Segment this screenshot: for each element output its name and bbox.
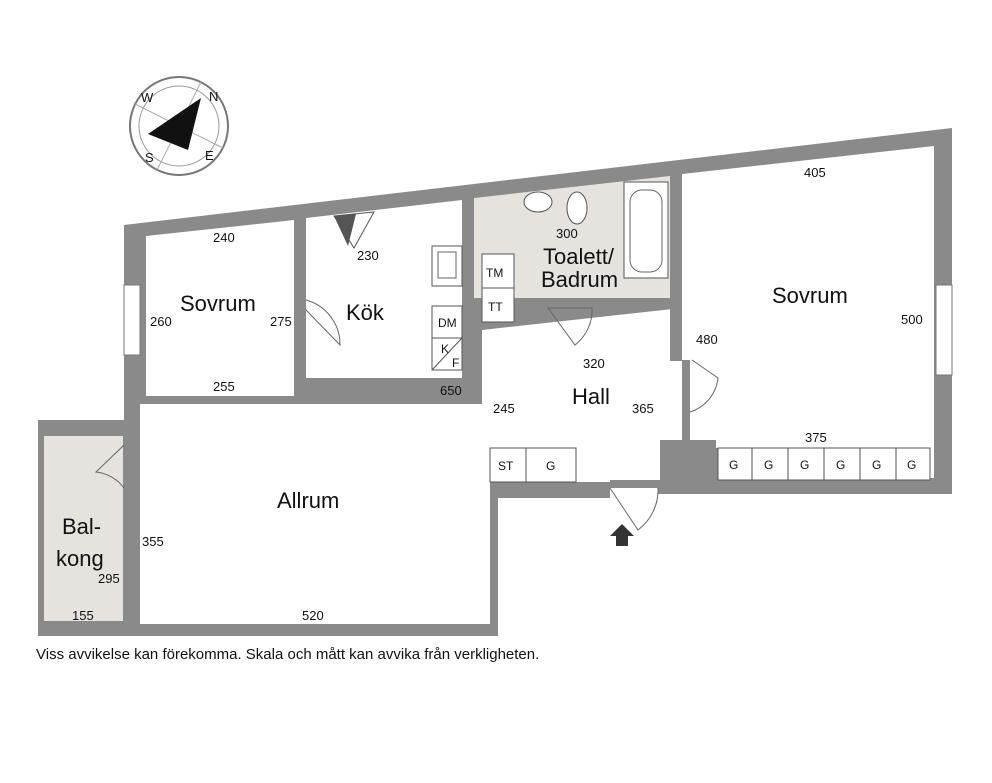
dim-sovrum-right-left: 480 <box>696 332 718 347</box>
label-balkong-1: Bal- <box>62 514 101 539</box>
fixture-g-hall: G <box>546 459 555 473</box>
sovrum-left-floor <box>146 220 294 397</box>
fixture-tm: TM <box>486 266 503 280</box>
door-bad <box>547 307 593 346</box>
label-toalett-1: Toalett/ <box>543 244 615 269</box>
compass-rose: N E S W <box>129 76 229 176</box>
window-left <box>123 284 141 356</box>
dim-hall-left: 245 <box>493 401 515 416</box>
wardrobe-label: G <box>836 458 845 472</box>
wardrobe-label: G <box>800 458 809 472</box>
fixture-k: K <box>441 342 449 356</box>
wash-basin-icon <box>523 191 553 213</box>
wall-sovrum-kok <box>294 220 306 396</box>
wardrobe-label: G <box>907 458 916 472</box>
fixture-tt: TT <box>488 300 503 314</box>
balcony-floor <box>44 436 123 621</box>
label-sovrum-left: Sovrum <box>180 291 256 316</box>
compass-needle-icon <box>148 98 201 150</box>
g-box-hall <box>525 447 577 483</box>
wall-sovrum-allrum <box>146 396 296 404</box>
hall-floor <box>482 308 682 482</box>
fixture-f: F <box>452 356 459 370</box>
toilet-icon <box>566 191 588 225</box>
label-balkong-2: kong <box>56 546 104 571</box>
window-right <box>935 284 953 376</box>
label-hall: Hall <box>572 384 610 409</box>
dim-hall-top: 320 <box>583 356 605 371</box>
allrum-floor <box>140 404 490 624</box>
dim-allrum-left: 355 <box>142 534 164 549</box>
st-box <box>489 447 527 483</box>
kitchen-sink-icon <box>431 245 463 287</box>
wardrobes-right <box>717 447 931 481</box>
dim-sovrum-left-bottom: 255 <box>213 379 235 394</box>
dim-sovrum-left-top: 240 <box>213 230 235 245</box>
dim-allrum-bottom: 520 <box>302 608 324 623</box>
stove-icon <box>334 214 356 246</box>
label-toalett-2: Badrum <box>541 267 618 292</box>
dim-toalett-top: 300 <box>556 226 578 241</box>
pillar <box>666 440 716 480</box>
door-entrance <box>609 487 659 531</box>
dim-kok-bottom: 650 <box>440 383 462 398</box>
dim-kok-top: 230 <box>357 248 379 263</box>
sovrum-right-floor <box>682 146 934 478</box>
dim-balkong-bottom: 155 <box>72 608 94 623</box>
dim-sovrum-left-left: 260 <box>150 314 172 329</box>
dim-sovrum-left-right: 275 <box>270 314 292 329</box>
label-sovrum-right: Sovrum <box>772 283 848 308</box>
compass-e: E <box>205 148 214 163</box>
entrance-arrow-icon <box>610 524 634 546</box>
door-balkong <box>94 444 125 489</box>
label-allrum: Allrum <box>277 488 339 513</box>
fixture-st: ST <box>498 459 514 473</box>
wall-kok-bad <box>462 200 474 380</box>
bathtub-icon <box>623 181 669 279</box>
compass-s: S <box>145 150 154 165</box>
wardrobe-label: G <box>764 458 773 472</box>
disclaimer: Viss avvikelse kan förekomma. Skala och … <box>36 646 540 663</box>
wall-bad-hall <box>474 298 670 306</box>
dim-sovrum-right-right: 500 <box>901 312 923 327</box>
dim-hall-right: 365 <box>632 401 654 416</box>
compass-n: N <box>209 89 218 104</box>
wardrobe-label: G <box>729 458 738 472</box>
door-sovrum-left <box>305 299 341 347</box>
label-kok: Kök <box>346 300 385 325</box>
tt-box <box>481 287 515 323</box>
compass-w: W <box>141 90 154 105</box>
door-sovrum-right <box>689 359 719 413</box>
wall-bad-sovrum <box>670 175 682 361</box>
tm-box <box>481 253 515 289</box>
dim-balkong-right: 295 <box>98 571 120 586</box>
dim-sovrum-right-top: 405 <box>804 165 826 180</box>
dim-sovrum-right-bottom: 375 <box>805 430 827 445</box>
toalett-floor <box>474 176 670 298</box>
wardrobe-label: G <box>872 458 881 472</box>
kok-floor <box>306 200 462 378</box>
fixture-dm: DM <box>438 316 457 330</box>
